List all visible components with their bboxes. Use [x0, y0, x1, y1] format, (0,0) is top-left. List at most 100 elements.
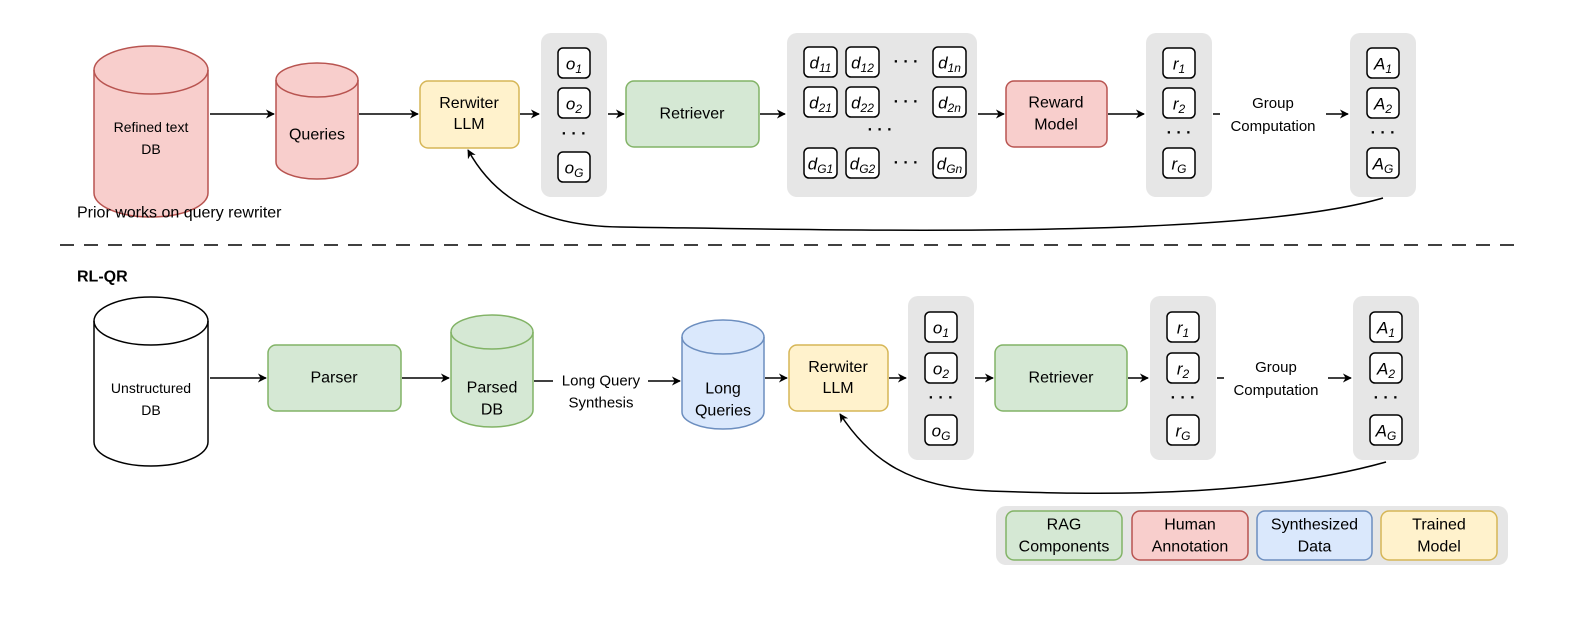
unstructured-db-label-line-1: Unstructured	[111, 380, 191, 396]
A-bottom-G	[1369, 414, 1403, 446]
legend-label-2-line-1: Human	[1164, 517, 1216, 534]
legend-swatch-2	[1131, 510, 1249, 561]
refined-text-db-body	[93, 45, 209, 218]
o-bottom-G-subscript: G	[941, 429, 950, 443]
legend-swatch-4	[1380, 510, 1498, 561]
queries-label: Queries	[289, 127, 345, 144]
o-bottom-1-subscript: 1	[942, 326, 949, 340]
r-bottom-2-subscript: 2	[1181, 367, 1189, 381]
doc-row-3-dots: · · ·	[894, 155, 919, 172]
r-bottom-1-subscript: 1	[1182, 326, 1189, 340]
reward-model-label-line-2: Model	[1034, 117, 1078, 134]
legend-group	[996, 506, 1508, 565]
doc-1-3-label: d1n	[938, 54, 961, 76]
doc-1-2	[845, 46, 880, 78]
legend-label-1-line-2: Components	[1019, 539, 1110, 556]
A-bottom-1-subscript: 1	[1388, 326, 1395, 340]
legend-label-3-line-1: Synthesized	[1271, 517, 1358, 534]
queries-db-rim	[275, 79, 359, 98]
doc-1-3	[932, 46, 967, 78]
r-top-1	[1162, 47, 1196, 79]
doc-1-2-subscript: 12	[861, 61, 875, 75]
long-queries-label-line-2: Queries	[695, 403, 751, 420]
r-bottom-1	[1166, 311, 1200, 343]
retriever-top	[625, 80, 760, 148]
r-top-G	[1162, 147, 1196, 179]
feedback-top	[467, 149, 1384, 231]
unstructured-db-rim	[93, 320, 209, 346]
doc-row-1-dots: · · ·	[894, 54, 919, 71]
rewriter-llm-top-label-line-1: Rerwiter	[439, 95, 499, 112]
doc-2-1-subscript: 21	[818, 101, 832, 115]
doc-3-3	[932, 147, 967, 179]
A-top-2-subscript: 2	[1384, 102, 1392, 116]
retriever-bottom-label: Retriever	[1029, 370, 1095, 387]
parsed-db-label-line-1: Parsed	[467, 380, 518, 397]
r-bottom-dots: · · ·	[1171, 390, 1196, 407]
A-top-G-subscript: G	[1384, 162, 1393, 176]
o-bottom-1	[924, 311, 958, 343]
r-top-1-subscript: 1	[1178, 62, 1185, 76]
legend-label-4-line-1: Trained	[1412, 517, 1466, 534]
doc-2-3-subscript: 2n	[947, 101, 962, 115]
parser	[267, 344, 402, 412]
unstructured-db-label-line-2: DB	[141, 402, 160, 418]
doc-2-2	[845, 86, 880, 118]
r-top-2-subscript: 2	[1177, 102, 1185, 116]
doc-3-2-subscript: G2	[859, 162, 875, 176]
rl-qr-title: RL-QR	[77, 269, 128, 286]
group-computation-bottom-line-1: Group	[1255, 359, 1297, 376]
parsed-db-body	[450, 314, 534, 428]
r-bottom-G-subscript: G	[1181, 429, 1190, 443]
legend-label-2-line-2: Annotation	[1152, 539, 1229, 556]
o-bottom-2	[924, 352, 958, 384]
o-bottom-G	[924, 414, 958, 446]
rewriter-llm-bottom	[788, 344, 889, 412]
feedback-bottom	[839, 413, 1387, 495]
unstructured-db-body	[93, 296, 209, 467]
o-top-G-subscript: G	[574, 166, 583, 180]
legend-label-3-line-2: Data	[1298, 539, 1332, 556]
A-top-1	[1366, 47, 1400, 79]
group-computation-bottom-line-2: Computation	[1233, 382, 1318, 399]
doc-3-3-subscript: Gn	[946, 162, 962, 176]
A-bottom-2	[1369, 352, 1403, 384]
o-bottom-dots: · · ·	[929, 390, 954, 407]
A-bottom-G-subscript: G	[1387, 429, 1396, 443]
refined-text-db-label-line-2: DB	[141, 141, 160, 157]
A-bottom-dots: · · ·	[1374, 390, 1399, 407]
r-top-G-subscript: G	[1177, 162, 1186, 176]
long-queries-label-line-1: Long	[705, 381, 741, 398]
rewriter-llm-top	[419, 80, 520, 149]
o-top-2	[557, 87, 591, 119]
A-bottom-1	[1369, 311, 1403, 343]
refined-text-db-label-line-1: Refined text	[114, 119, 189, 135]
legend-swatch-3	[1256, 510, 1373, 561]
doc-2-1	[803, 86, 838, 118]
rewriter-llm-bottom-label-line-1: Rerwiter	[808, 359, 868, 376]
legend-swatch-1	[1005, 510, 1123, 561]
doc-1-1	[803, 46, 838, 78]
queries-db-body	[275, 62, 359, 180]
r-top-2	[1162, 87, 1196, 119]
reward-model	[1005, 80, 1108, 148]
doc-3-1-subscript: G1	[817, 162, 833, 176]
top-caption: Prior works on query rewriter	[77, 205, 282, 222]
doc-row-2-dots: · · ·	[894, 94, 919, 111]
long-queries-db-body	[681, 319, 765, 430]
parsed-db-rim	[450, 331, 534, 350]
long-queries-db-rim	[681, 336, 765, 355]
group-computation-top-line-2: Computation	[1230, 118, 1315, 135]
o-top-dots: · · ·	[562, 126, 587, 143]
A-top-1-subscript: 1	[1385, 62, 1392, 76]
long-query-synthesis-label-line-2: Synthesis	[568, 395, 633, 412]
r-bottom-2	[1166, 352, 1200, 384]
group-computation-top-line-1: Group	[1252, 95, 1294, 112]
A-top-dots: · · ·	[1371, 125, 1396, 142]
refined-text-db-rim	[93, 69, 209, 95]
legend-label-4-line-2: Model	[1417, 539, 1461, 556]
doc-2-3	[932, 86, 967, 118]
o-top-G	[557, 151, 591, 183]
o-top-1-subscript: 1	[575, 62, 582, 76]
